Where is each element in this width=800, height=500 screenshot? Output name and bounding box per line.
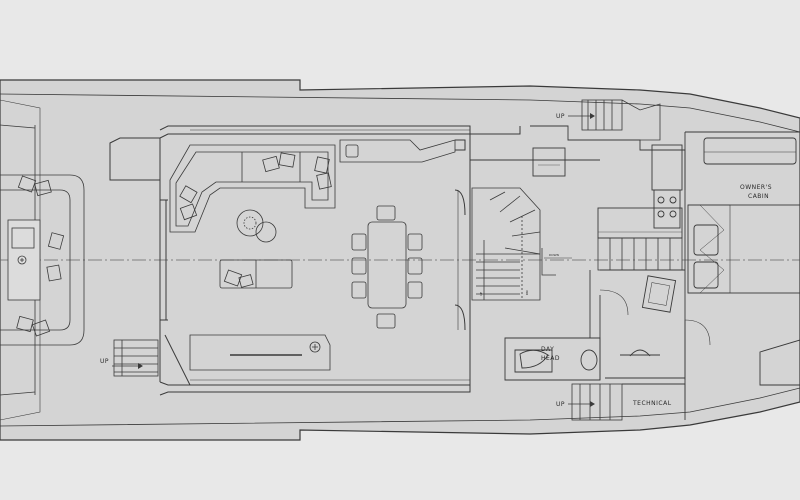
stairs-bottom [571,383,623,421]
label-stair-up: UP [479,292,483,296]
aft-settee [0,174,85,346]
dining-table [351,205,423,329]
label-technical: TECHNICAL [632,400,672,407]
credenzas [189,139,456,371]
up-arrow-top [568,113,595,119]
ottomans [219,259,293,289]
up-arrow-bottom [568,401,595,407]
owners-cabin [684,131,800,410]
label-stair-dn: DN [525,290,529,295]
stairs-aft-port [113,339,159,377]
label-owners-cabin-1: OWNER'S [740,184,772,191]
up-arrow-left [112,363,143,369]
label-down: DOWN [549,253,559,257]
l-sofa [169,144,336,233]
label-owners-cabin-2: CABIN [748,193,769,200]
label-up-top: UP [556,113,565,120]
label-day-head-1: DAY [541,346,554,353]
label-day-head-2: HEAD [541,355,560,362]
day-head [504,289,629,381]
stairs-top [581,99,661,141]
spiral-stair [471,187,572,301]
bulkhead-midship [454,126,600,392]
coffee-tables [236,209,277,243]
technical-room [622,383,686,420]
label-up-left: UP [100,358,109,365]
label-up-bottom: UP [556,401,565,408]
